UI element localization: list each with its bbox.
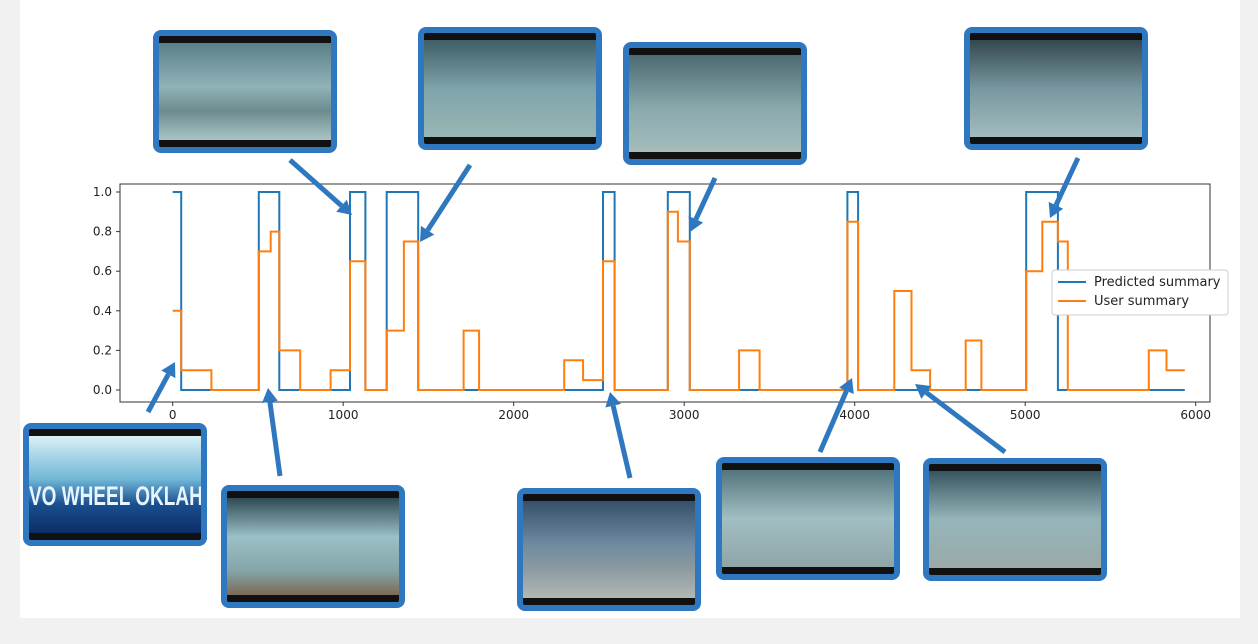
arrow-head-icon	[261, 388, 278, 403]
arrow-head-icon	[1048, 201, 1064, 218]
plot-frame	[119, 183, 1211, 403]
y-tick-label: 0.2	[93, 343, 112, 357]
x-tick-label: 1000	[328, 408, 359, 422]
pointer-arrow	[817, 389, 849, 453]
thumb-bottom-5	[923, 458, 1107, 581]
video-frame-image	[929, 471, 1101, 568]
video-frame-image	[159, 43, 331, 140]
thumb-bottom-1: VO WHEEL OKLAH	[23, 423, 207, 546]
arrow-head-icon	[420, 225, 435, 242]
x-tick-label: 0	[169, 408, 177, 422]
video-frame-image	[523, 501, 695, 598]
arrow-head-icon	[839, 378, 854, 395]
video-frame-image	[227, 498, 399, 595]
arrow-head-icon	[161, 362, 176, 379]
pointer-arrow	[610, 405, 633, 479]
pointer-arrow	[924, 390, 1007, 454]
video-frame-image	[629, 55, 801, 152]
video-title-logo: VO WHEEL OKLAH	[29, 482, 203, 512]
y-tick-label: 0.6	[93, 264, 112, 278]
legend-user-label: User summary	[1094, 294, 1189, 309]
thumb-top-1	[153, 30, 337, 153]
legend: Predicted summary User summary	[1051, 269, 1229, 316]
arrow-head-icon	[336, 199, 352, 215]
y-tick-label: 1.0	[93, 185, 112, 199]
y-tick-label: 0.8	[93, 225, 112, 239]
pointer-arrow	[288, 158, 344, 208]
pointer-arrow	[145, 373, 171, 414]
arrow-head-icon	[688, 215, 704, 232]
pointer-arrow	[425, 163, 473, 232]
x-tick-label: 4000	[839, 408, 870, 422]
video-frame-image	[424, 40, 596, 137]
thumb-bottom-3	[517, 488, 701, 611]
pointer-arrow	[267, 401, 283, 477]
x-tick-label: 5000	[1010, 408, 1041, 422]
video-frame-image	[970, 40, 1142, 137]
thumb-top-3	[623, 42, 807, 165]
x-tick-label: 3000	[669, 408, 700, 422]
y-tick-label: 0.0	[93, 383, 112, 397]
legend-predicted-label: Predicted summary	[1094, 275, 1221, 290]
thumb-bottom-2	[221, 485, 405, 608]
thumb-bottom-4	[716, 457, 900, 580]
thumb-top-4	[964, 27, 1148, 150]
arrow-head-icon	[605, 392, 621, 408]
video-frame-image	[722, 470, 894, 567]
x-tick-label: 6000	[1180, 408, 1211, 422]
x-tick-label: 2000	[498, 408, 529, 422]
user-summary-line	[172, 210, 1185, 391]
pointer-arrow	[1053, 156, 1081, 207]
pointer-arrow	[693, 176, 718, 221]
thumb-top-2	[418, 27, 602, 150]
y-tick-label: 0.4	[93, 304, 112, 318]
arrow-head-icon	[915, 384, 931, 399]
video-frame-image	[29, 436, 201, 533]
